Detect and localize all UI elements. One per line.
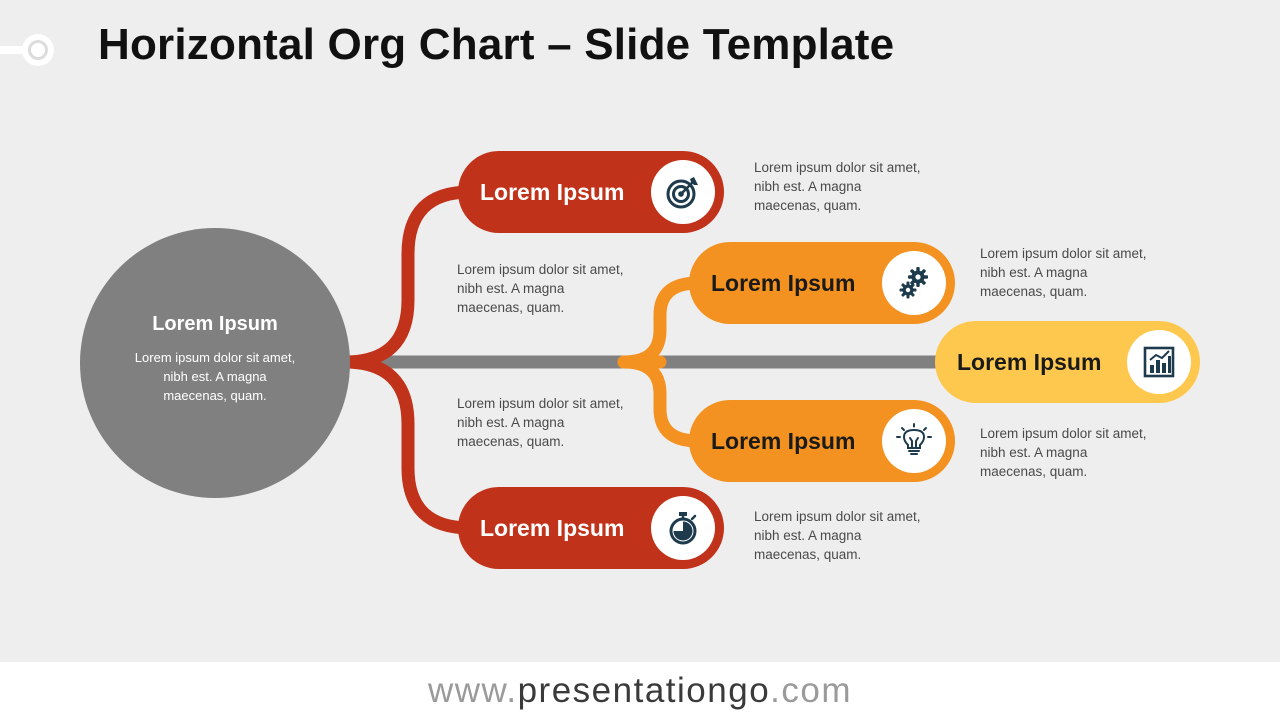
root-node: Lorem Ipsum Lorem ipsum dolor sit amet, … xyxy=(80,228,350,498)
root-node-description: Lorem ipsum dolor sit amet, nibh est. A … xyxy=(134,350,296,403)
node-label: Lorem Ipsum xyxy=(711,269,856,296)
logo-mark-icon xyxy=(0,34,54,66)
node-top-red-description: Lorem ipsum dolor sit amet, nibh est. A … xyxy=(754,160,921,213)
node-upper-orange: Lorem Ipsum xyxy=(689,242,955,324)
node-upper-orange-description: Lorem ipsum dolor sit amet, nibh est. A … xyxy=(980,246,1147,299)
footer-url[interactable]: www.presentationgo.com xyxy=(0,662,1280,720)
slide-title: Horizontal Org Chart – Slide Template xyxy=(98,20,895,69)
gears-icon xyxy=(882,251,946,315)
stopwatch-icon xyxy=(651,496,715,560)
target-icon xyxy=(651,160,715,224)
slide: Horizontal Org Chart – Slide Template Lo… xyxy=(0,0,1280,662)
root-node-title: Lorem Ipsum xyxy=(152,313,278,335)
node-bottom-red-description: Lorem ipsum dolor sit amet, nibh est. A … xyxy=(754,509,921,562)
lightbulb-icon xyxy=(882,409,946,473)
node-label: Lorem Ipsum xyxy=(957,348,1102,375)
footer-brand: presentationgo xyxy=(517,671,771,710)
red-branch-top xyxy=(344,185,471,369)
footer-prefix: www. xyxy=(427,671,518,710)
node-lower-orange: Lorem Ipsum xyxy=(689,400,955,482)
node-label: Lorem Ipsum xyxy=(480,178,625,205)
branch-note-upper: Lorem ipsum dolor sit amet, nibh est. A … xyxy=(457,262,624,315)
connector-lines xyxy=(344,185,960,535)
footer-suffix: .com xyxy=(770,671,853,710)
orange-branch-bottom xyxy=(617,355,705,448)
node-middle-yellow: Lorem Ipsum xyxy=(935,321,1200,403)
branch-note-lower: Lorem ipsum dolor sit amet, nibh est. A … xyxy=(457,396,624,449)
node-top-red: Lorem Ipsum xyxy=(458,151,724,233)
node-label: Lorem Ipsum xyxy=(711,427,856,454)
bar-chart-icon xyxy=(1127,330,1191,394)
red-branch-bottom xyxy=(344,355,471,535)
orange-branch-top xyxy=(617,276,705,369)
node-lower-orange-description: Lorem ipsum dolor sit amet, nibh est. A … xyxy=(980,426,1147,479)
node-bottom-red: Lorem Ipsum xyxy=(458,487,724,569)
node-label: Lorem Ipsum xyxy=(480,514,625,541)
